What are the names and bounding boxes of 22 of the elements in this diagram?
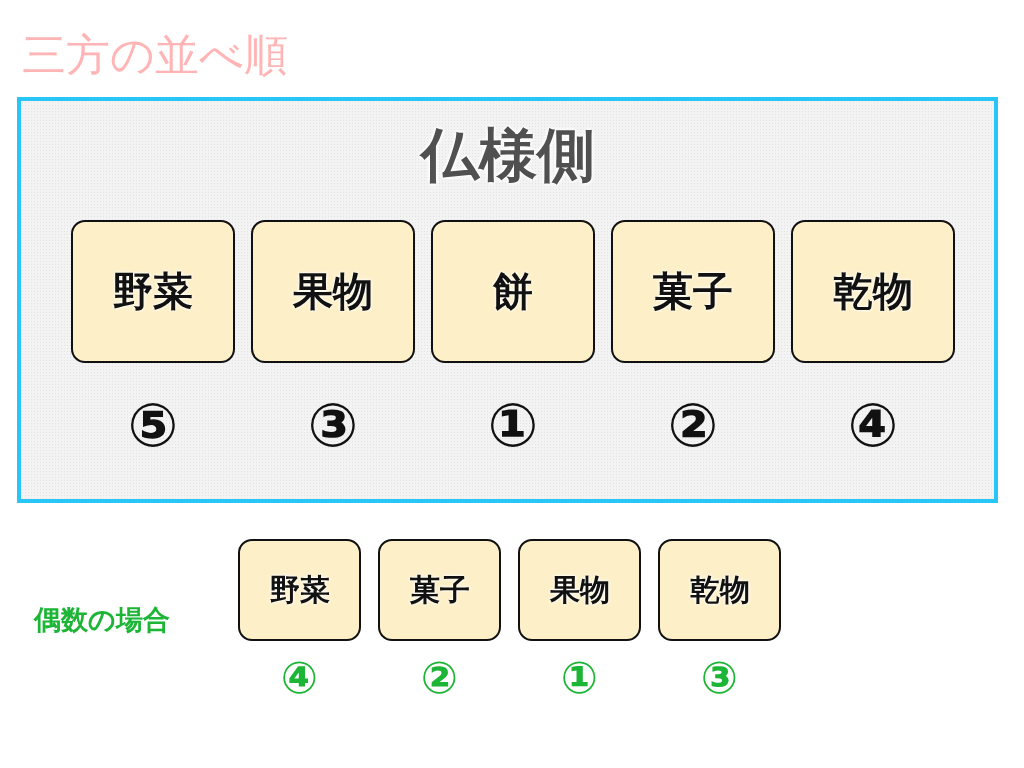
order-number: ⑤	[126, 392, 180, 458]
order-number: ①	[486, 392, 540, 458]
item-box: 野菜	[238, 539, 361, 641]
order-number: ④	[279, 653, 320, 703]
item-box: 菓子	[611, 220, 775, 363]
title: 三方の並べ順	[22, 28, 288, 82]
order-number: ④	[846, 392, 900, 458]
item-box: 乾物	[658, 539, 781, 641]
order-number: ③	[306, 392, 360, 458]
item-box: 果物	[251, 220, 415, 363]
panel-heading: 仏様側	[418, 120, 596, 191]
item-box: 乾物	[791, 220, 955, 363]
order-number: ③	[699, 653, 740, 703]
item-box: 野菜	[71, 220, 235, 363]
order-number: ①	[559, 653, 600, 703]
item-box: 果物	[518, 539, 641, 641]
panel	[17, 97, 998, 503]
order-number: ②	[666, 392, 720, 458]
item-box: 餅	[431, 220, 595, 363]
note-label: 偶数の場合	[34, 603, 170, 637]
order-number: ②	[419, 653, 460, 703]
item-box: 菓子	[378, 539, 501, 641]
